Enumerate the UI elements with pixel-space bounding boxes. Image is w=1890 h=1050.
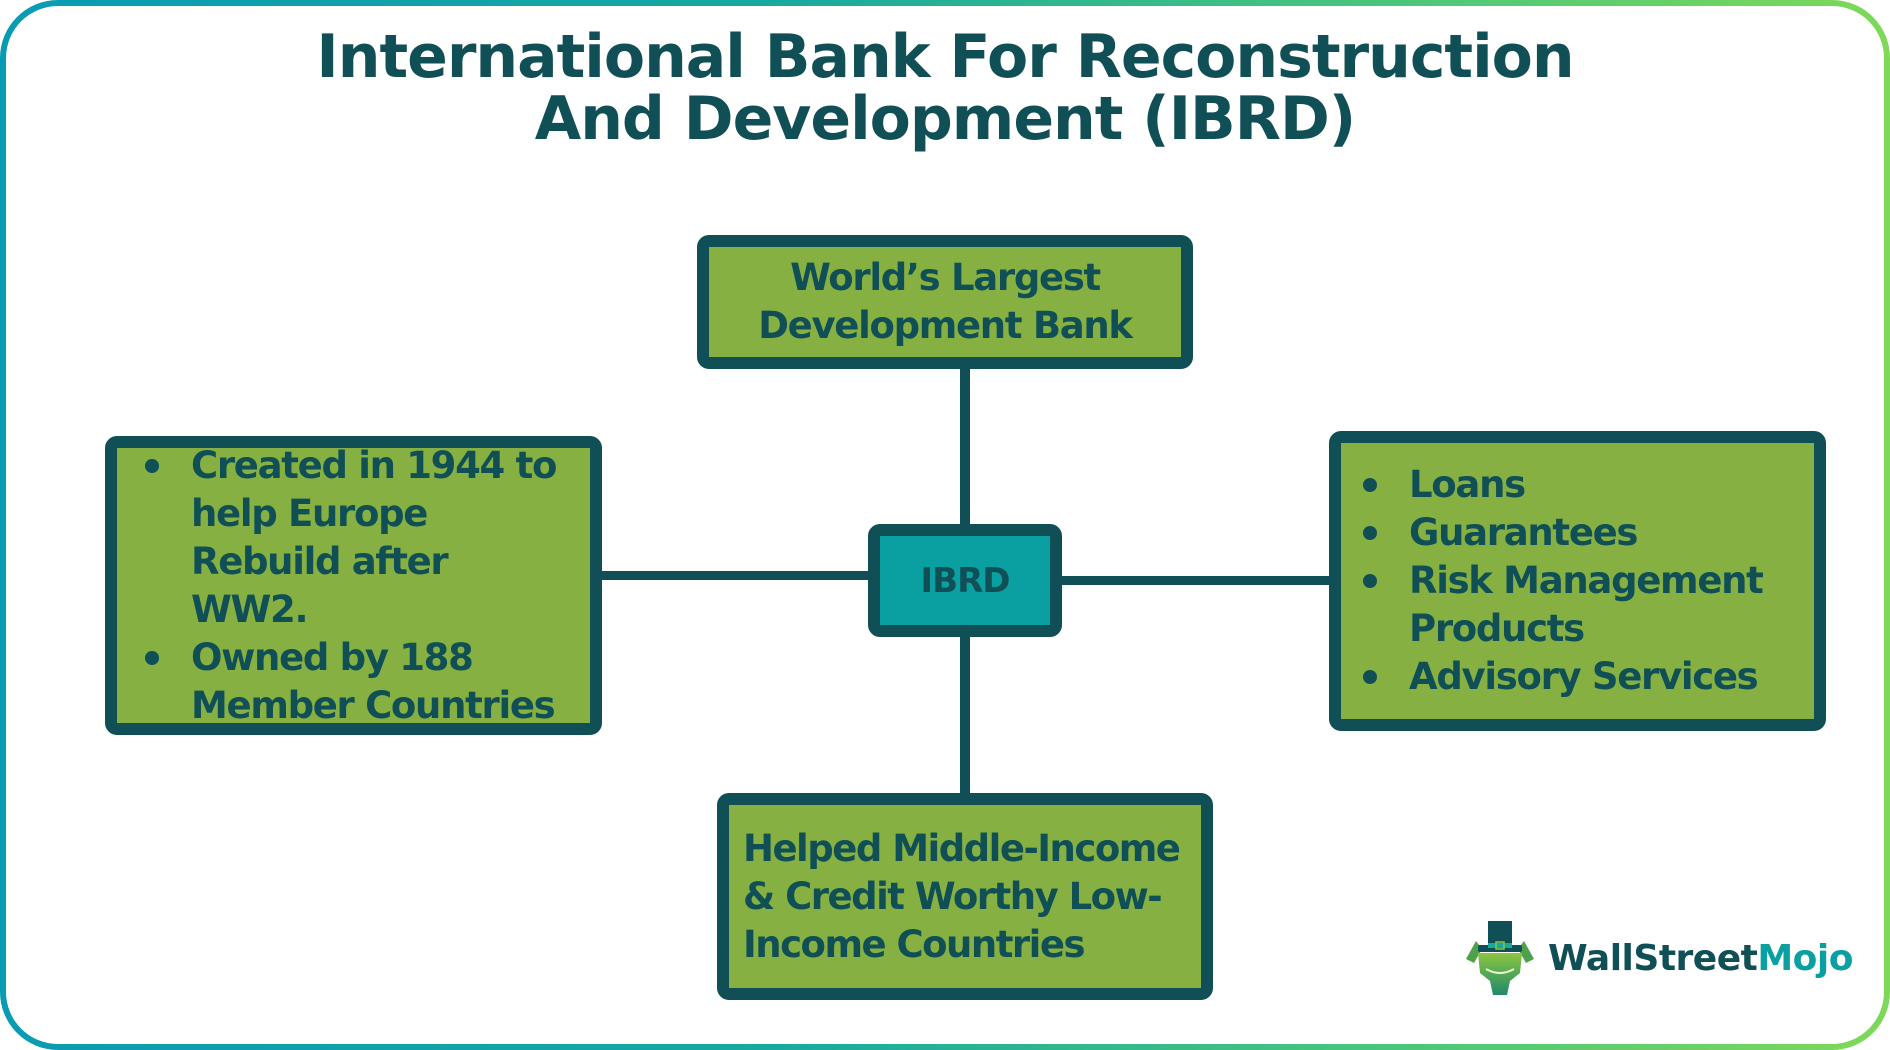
bullet-icon [1363, 478, 1377, 492]
connector-left [598, 571, 870, 580]
node-bottom-text: Helped Middle-Income & Credit Worthy Low… [743, 826, 1181, 966]
bullet-icon [1363, 574, 1377, 588]
node-top-line-2: Development Bank [758, 304, 1133, 347]
connector-right [1060, 576, 1332, 585]
node-top: World’s Largest Development Bank [697, 235, 1193, 369]
node-right-list: Loans Guarantees Risk Management Product… [1361, 461, 1801, 701]
node-left-list: Created in 1944 to help Europe Rebuild a… [143, 442, 563, 730]
node-right: Loans Guarantees Risk Management Product… [1329, 431, 1826, 731]
logo-text: WallStreetMojo [1548, 937, 1853, 979]
list-item: Risk Management Products [1361, 557, 1801, 653]
connector-top [960, 366, 970, 528]
connector-bottom [960, 634, 970, 796]
title-line-1: International Bank For Reconstruction [316, 22, 1574, 92]
list-item: Advisory Services [1361, 653, 1801, 701]
page-title: International Bank For Reconstruction An… [0, 26, 1890, 150]
node-bottom: Helped Middle-Income & Credit Worthy Low… [717, 793, 1213, 1000]
node-center: IBRD [868, 524, 1062, 637]
bullet-icon [1363, 670, 1377, 684]
list-item: Owned by 188 Member Countries [143, 634, 563, 730]
wallstreetmojo-logo: WallStreetMojo [1460, 918, 1853, 998]
list-item: Created in 1944 to help Europe Rebuild a… [143, 442, 563, 634]
bullet-icon [1363, 526, 1377, 540]
bullet-icon [145, 458, 159, 473]
list-item: Loans [1361, 461, 1801, 509]
bullet-icon [145, 650, 159, 665]
list-item: Guarantees [1361, 509, 1801, 557]
node-left: Created in 1944 to help Europe Rebuild a… [105, 436, 602, 735]
node-top-line-1: World’s Largest [790, 256, 1101, 299]
node-center-label: IBRD [920, 560, 1011, 601]
title-line-2: And Development (IBRD) [534, 84, 1356, 154]
bull-with-top-hat-icon [1466, 921, 1534, 995]
